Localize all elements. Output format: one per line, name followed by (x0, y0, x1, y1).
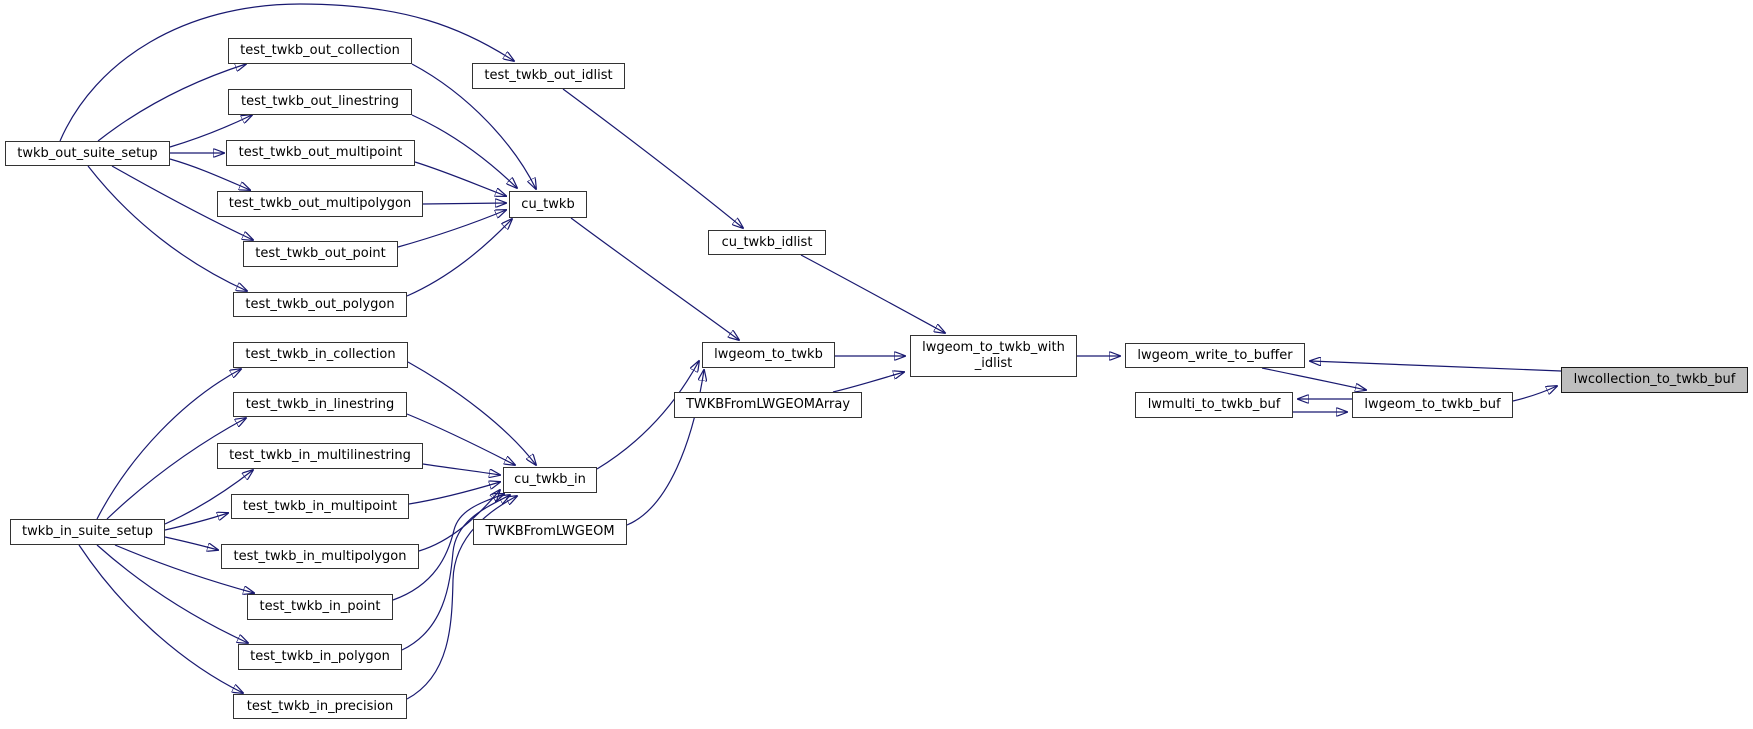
node-lwcollection_to_twkb_buf: lwcollection_to_twkb_buf (1561, 367, 1748, 393)
edge-test_twkb_in_precision--cu_twkb_in (406, 496, 517, 700)
node-lwmulti_to_twkb_buf[interactable]: lwmulti_to_twkb_buf (1135, 392, 1293, 418)
edge-twkb_out_suite_setup--test_twkb_out_point (111, 165, 253, 240)
edge-test_twkb_out_multipoint--cu_twkb (414, 161, 506, 196)
node-lwgeom_to_twkb_buf[interactable]: lwgeom_to_twkb_buf (1352, 392, 1513, 418)
node-test_twkb_out_multipolygon[interactable]: test_twkb_out_multipolygon (217, 191, 423, 217)
edge-TWKBFromLWGEOMArray--lwgeom_to_twkb_with_idlist (832, 372, 904, 393)
edge-lwcollection_to_twkb_buf--lwgeom_write_to_buffer (1310, 361, 1562, 372)
node-test_twkb_in_point[interactable]: test_twkb_in_point (247, 594, 393, 620)
edge-test_twkb_out_polygon--cu_twkb (406, 219, 512, 297)
edge-twkb_in_suite_setup--test_twkb_in_linestring (106, 418, 246, 520)
node-label-line: _idlist (974, 356, 1013, 371)
node-test_twkb_in_multipolygon[interactable]: test_twkb_in_multipolygon (221, 544, 419, 569)
node-test_twkb_in_multilinestring[interactable]: test_twkb_in_multilinestring (217, 443, 423, 469)
node-cu_twkb[interactable]: cu_twkb (509, 191, 587, 218)
edge-twkb_in_suite_setup--test_twkb_in_precision (78, 544, 243, 693)
edge-test_twkb_out_idlist--cu_twkb_idlist (562, 88, 743, 228)
node-test_twkb_in_polygon[interactable]: test_twkb_in_polygon (238, 644, 402, 670)
node-lwgeom_to_twkb_with_idlist[interactable]: lwgeom_to_twkb_with _idlist (910, 335, 1077, 377)
node-TWKBFromLWGEOM[interactable]: TWKBFromLWGEOM (473, 519, 627, 545)
edge-cu_twkb_in--lwgeom_to_twkb (596, 361, 699, 470)
edge-twkb_in_suite_setup--test_twkb_in_multipolygon (164, 536, 218, 550)
node-twkb_out_suite_setup[interactable]: twkb_out_suite_setup (5, 141, 170, 166)
edge-lwgeom_write_to_buffer--lwgeom_to_twkb_buf (1261, 367, 1366, 390)
edge-test_twkb_in_linestring--cu_twkb_in (406, 413, 515, 465)
edge-test_twkb_in_multipoint--cu_twkb_in (408, 482, 500, 505)
edge-twkb_in_suite_setup--test_twkb_in_collection (96, 369, 241, 520)
edge-test_twkb_in_collection--cu_twkb_in (407, 361, 536, 465)
edge-twkb_in_suite_setup--test_twkb_in_polygon (96, 544, 248, 643)
edge-cu_twkb_idlist--lwgeom_to_twkb_with_idlist (800, 254, 945, 333)
node-test_twkb_in_linestring[interactable]: test_twkb_in_linestring (233, 392, 407, 417)
node-test_twkb_out_collection[interactable]: test_twkb_out_collection (228, 38, 412, 64)
edge-twkb_in_suite_setup--test_twkb_in_multilinestring (164, 470, 253, 525)
edge-twkb_out_suite_setup--test_twkb_out_collection (97, 64, 246, 142)
edge-twkb_out_suite_setup--test_twkb_out_polygon (87, 165, 247, 291)
edge-twkb_in_suite_setup--test_twkb_in_point (114, 544, 254, 593)
edge-lwgeom_to_twkb_buf--lwcollection_to_twkb_buf (1512, 386, 1557, 402)
edge-test_twkb_out_point--cu_twkb (397, 210, 506, 248)
node-test_twkb_in_precision[interactable]: test_twkb_in_precision (233, 694, 407, 719)
node-test_twkb_out_polygon[interactable]: test_twkb_out_polygon (233, 292, 407, 317)
node-test_twkb_out_point[interactable]: test_twkb_out_point (243, 241, 398, 267)
node-test_twkb_out_linestring[interactable]: test_twkb_out_linestring (228, 89, 412, 115)
edge-test_twkb_in_point--cu_twkb_in (392, 494, 504, 601)
edge-test_twkb_in_polygon--cu_twkb_in (401, 495, 510, 651)
edge-cu_twkb--lwgeom_to_twkb (570, 217, 739, 340)
node-cu_twkb_idlist[interactable]: cu_twkb_idlist (708, 230, 826, 255)
edge-twkb_out_suite_setup--test_twkb_out_multipolygon (169, 158, 250, 190)
node-test_twkb_in_collection[interactable]: test_twkb_in_collection (233, 342, 408, 368)
edge-test_twkb_out_linestring--cu_twkb (411, 114, 517, 188)
edge-twkb_out_suite_setup--test_twkb_out_idlist (59, 3, 514, 142)
edge-test_twkb_out_collection--cu_twkb (411, 63, 536, 189)
node-lwgeom_to_twkb[interactable]: lwgeom_to_twkb (702, 342, 835, 368)
edge-twkb_in_suite_setup--test_twkb_in_multipoint (164, 513, 228, 531)
edge-test_twkb_out_multipolygon--cu_twkb (422, 203, 506, 204)
node-label-line: lwgeom_to_twkb_with (922, 340, 1065, 356)
node-cu_twkb_in[interactable]: cu_twkb_in (503, 467, 597, 493)
node-twkb_in_suite_setup[interactable]: twkb_in_suite_setup (10, 519, 165, 545)
node-test_twkb_in_multipoint[interactable]: test_twkb_in_multipoint (231, 494, 409, 519)
node-test_twkb_out_idlist[interactable]: test_twkb_out_idlist (472, 63, 625, 89)
node-TWKBFromLWGEOMArray[interactable]: TWKBFromLWGEOMArray (674, 392, 862, 418)
node-test_twkb_out_multipoint[interactable]: test_twkb_out_multipoint (226, 140, 415, 166)
edge-test_twkb_in_multilinestring--cu_twkb_in (422, 463, 500, 475)
node-lwgeom_write_to_buffer[interactable]: lwgeom_write_to_buffer (1125, 343, 1305, 368)
edge-twkb_out_suite_setup--test_twkb_out_linestring (169, 115, 252, 148)
